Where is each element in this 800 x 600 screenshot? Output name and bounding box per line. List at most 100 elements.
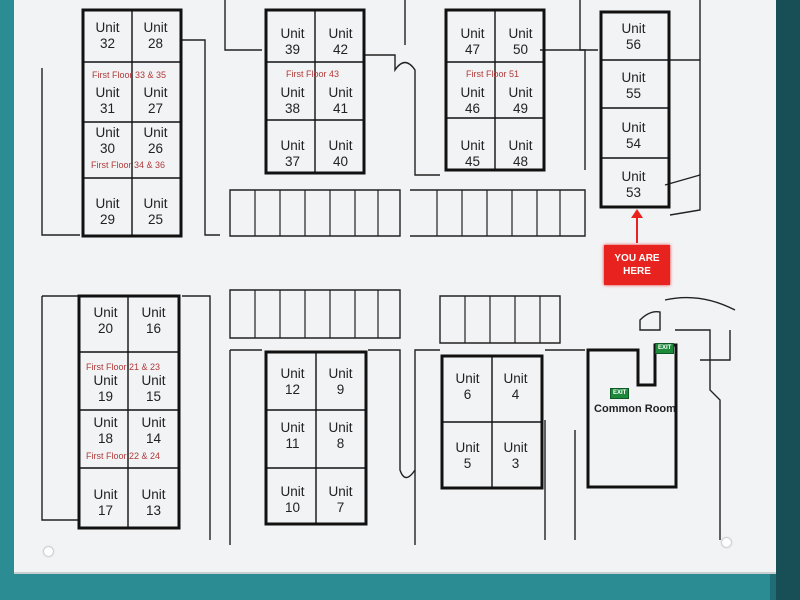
unit-number: 29 (99, 212, 116, 227)
unit-label: Unit (460, 138, 485, 153)
unit-label: Unit (460, 85, 485, 100)
unit-number: 45 (464, 154, 481, 169)
unit-number: 48 (512, 154, 529, 169)
unit-label: Unit (95, 85, 120, 100)
unit-label: Unit (621, 120, 646, 135)
unit-label: Unit (460, 26, 485, 41)
unit-number: 25 (147, 212, 164, 227)
unit-label: Unit (328, 26, 353, 41)
first-floor-label-ff-33-35: First Floor 33 & 35 (92, 70, 167, 80)
unit-number: 55 (625, 86, 642, 101)
unit-number: 7 (336, 500, 345, 515)
you-are-here-line1: YOU ARE (614, 253, 660, 264)
unit-label: Unit (141, 305, 166, 320)
unit-number: 30 (99, 141, 116, 156)
unit-number: 16 (145, 321, 162, 336)
you-are-here-arrow (631, 209, 643, 243)
unit-number: 46 (464, 101, 481, 116)
unit-number: 5 (463, 456, 472, 471)
unit-number: 32 (99, 36, 116, 51)
unit-label: Unit (508, 138, 533, 153)
unit-label: Unit (328, 366, 353, 381)
unit-number: 50 (512, 42, 529, 57)
unit-label: Unit (143, 196, 168, 211)
unit-label: Unit (328, 484, 353, 499)
unit-number: 19 (97, 389, 114, 404)
unit-number: 28 (147, 36, 164, 51)
first-floor-label-ff-21-23: First Floor 21 & 23 (86, 362, 161, 372)
unit-number: 14 (145, 431, 162, 446)
unit-number: 10 (284, 500, 301, 515)
unit-number: 31 (99, 101, 116, 116)
unit-label: Unit (143, 125, 168, 140)
unit-label: Unit (328, 85, 353, 100)
unit-number: 27 (147, 101, 164, 116)
you-are-here-marker: YOU ARE HERE (604, 245, 670, 285)
unit-label: Unit (621, 21, 646, 36)
site-map-board (14, 0, 776, 574)
unit-number: 11 (285, 436, 300, 451)
first-floor-label-ff-22-24: First Floor 22 & 24 (86, 451, 161, 461)
unit-number: 20 (97, 321, 114, 336)
unit-label: Unit (280, 26, 305, 41)
unit-label: Unit (503, 371, 528, 386)
unit-number: 47 (464, 42, 481, 57)
unit-label: Unit (280, 420, 305, 435)
unit-number: 26 (147, 141, 164, 156)
unit-label: Unit (143, 20, 168, 35)
unit-number: 18 (97, 431, 114, 446)
unit-number: 37 (284, 154, 301, 169)
unit-label: Unit (455, 440, 480, 455)
unit-label: Unit (280, 484, 305, 499)
unit-number: 53 (625, 185, 642, 200)
unit-number: 3 (511, 456, 520, 471)
unit-number: 40 (332, 154, 349, 169)
unit-label: Unit (141, 415, 166, 430)
unit-number: 17 (97, 503, 114, 518)
parking-stalls (254, 190, 561, 343)
unit-number: 6 (463, 387, 472, 402)
unit-label: Unit (93, 487, 118, 502)
unit-label: Unit (95, 196, 120, 211)
unit-label: Unit (621, 169, 646, 184)
mounting-screw-right (722, 538, 731, 547)
unit-label: Unit (503, 440, 528, 455)
unit-label: Unit (95, 125, 120, 140)
building-outlines (77, 8, 678, 530)
unit-number: 41 (332, 101, 349, 116)
exit-sign-left: EXIT (610, 388, 630, 399)
unit-number: 54 (625, 136, 642, 151)
unit-number: 38 (284, 101, 301, 116)
unit-label: Unit (95, 20, 120, 35)
unit-number: 49 (512, 101, 529, 116)
